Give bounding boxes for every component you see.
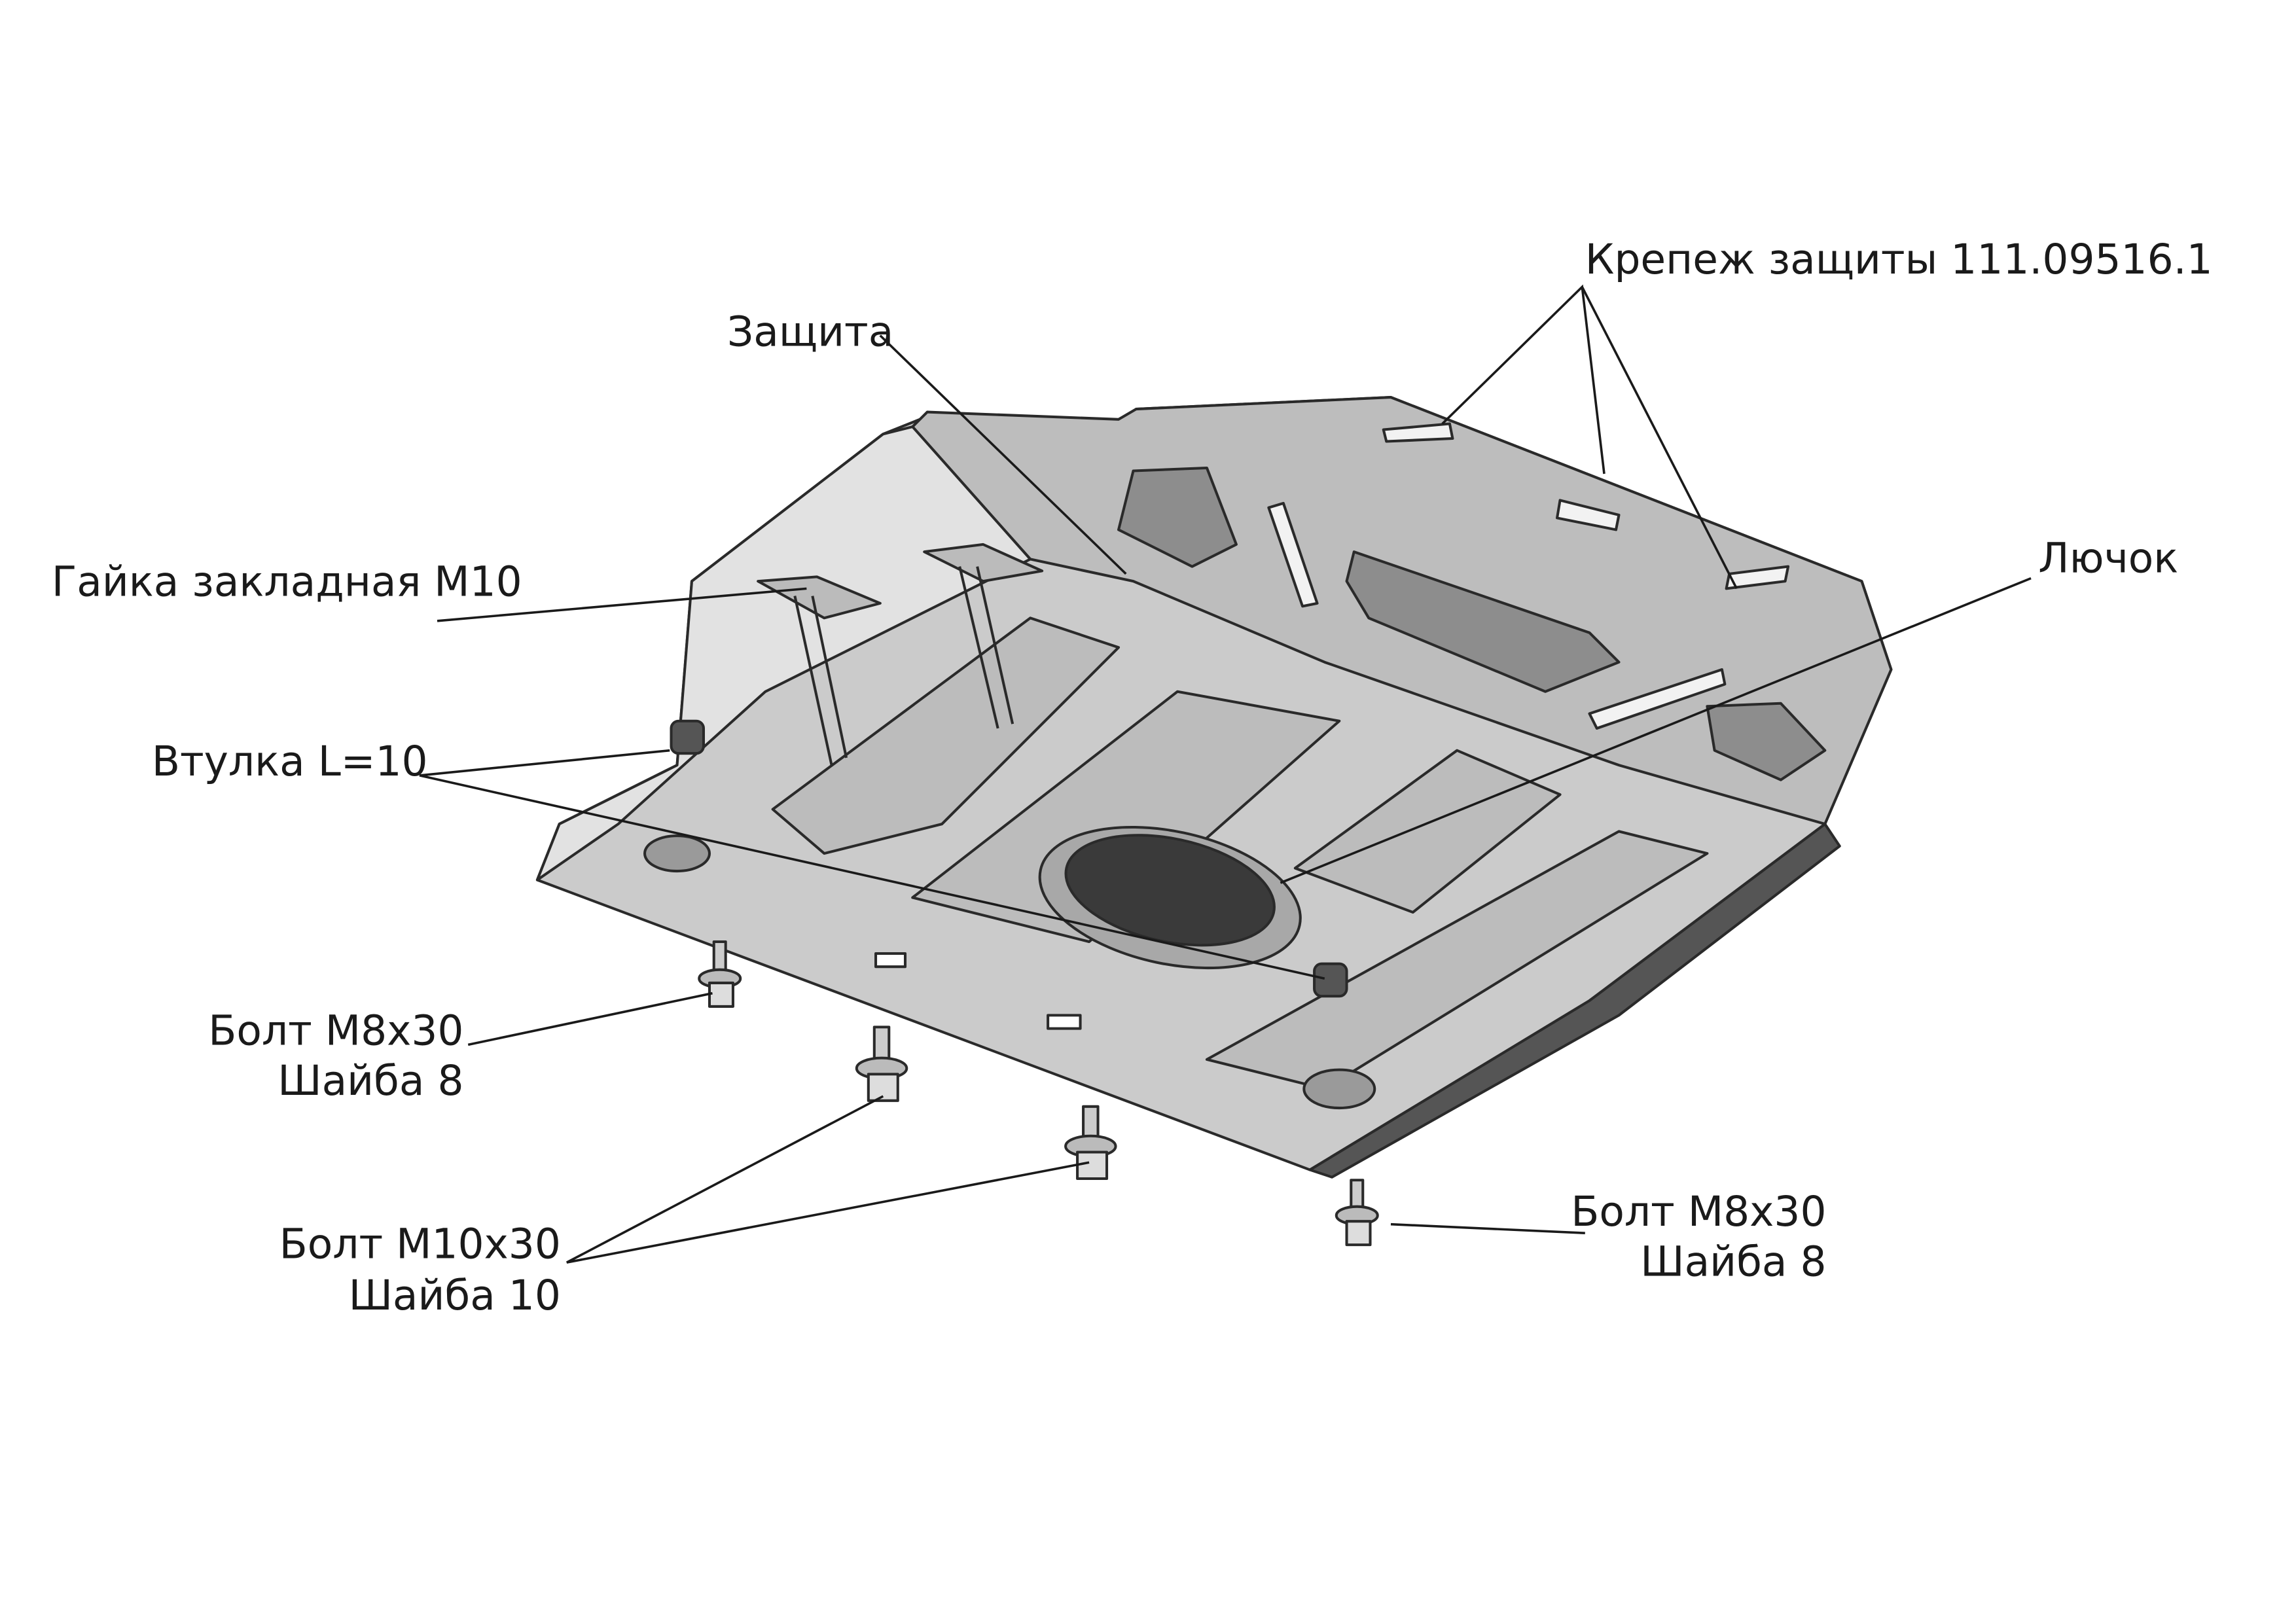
embedded-nuts [757, 543, 1044, 766]
bolt-m8 [698, 940, 742, 1008]
label-bolt-m8-right: Болт М8х30 [1571, 1188, 1826, 1236]
label-washer-8-left: Шайба 8 [278, 1057, 463, 1105]
nut-plate [757, 575, 882, 620]
mount-slot [1047, 1014, 1082, 1030]
plate-recess [911, 690, 1341, 944]
mount-hole [643, 834, 711, 873]
bushing [670, 719, 706, 755]
flange-slot [1267, 501, 1319, 608]
mount-hole [1302, 1068, 1376, 1110]
edge-slot [1725, 565, 1790, 590]
edge-slot [1382, 422, 1454, 443]
plate-recess [771, 616, 1121, 855]
label-embedded-nut: Гайка закладная М10 [52, 558, 522, 606]
flange-hole [1706, 702, 1827, 781]
leader-lines [419, 284, 2032, 1264]
label-guard: Защита [727, 308, 893, 355]
label-bolt-m10: Болт М10х30 [279, 1220, 561, 1268]
plate-left-flange [535, 425, 1032, 882]
flange-slot [1588, 668, 1727, 730]
label-washer-8-right: Шайба 8 [1640, 1238, 1826, 1285]
plate-recess [1205, 830, 1709, 1090]
flange-hole [1345, 550, 1621, 693]
skid-plate [535, 396, 1893, 1179]
flange-hole [1117, 466, 1238, 568]
label-washer-10: Шайба 10 [349, 1272, 561, 1319]
bolt-m10 [1064, 1105, 1117, 1181]
label-bolt-m8-left: Болт М8х30 [208, 1007, 463, 1054]
nut-plate [923, 543, 1044, 583]
bolts [698, 940, 1379, 1247]
plate-recess [1293, 749, 1562, 914]
bolt-m8 [1335, 1179, 1379, 1247]
label-bushing: Втулка L=10 [152, 738, 428, 785]
bolt-m10 [855, 1026, 908, 1102]
label-fastener-kit: Крепеж защиты 111.09516.1 [1585, 236, 2213, 283]
mount-slot [874, 952, 907, 969]
edge-slot [1556, 499, 1621, 531]
bushing [1313, 962, 1348, 998]
label-hatch: Лючок [2038, 535, 2178, 582]
